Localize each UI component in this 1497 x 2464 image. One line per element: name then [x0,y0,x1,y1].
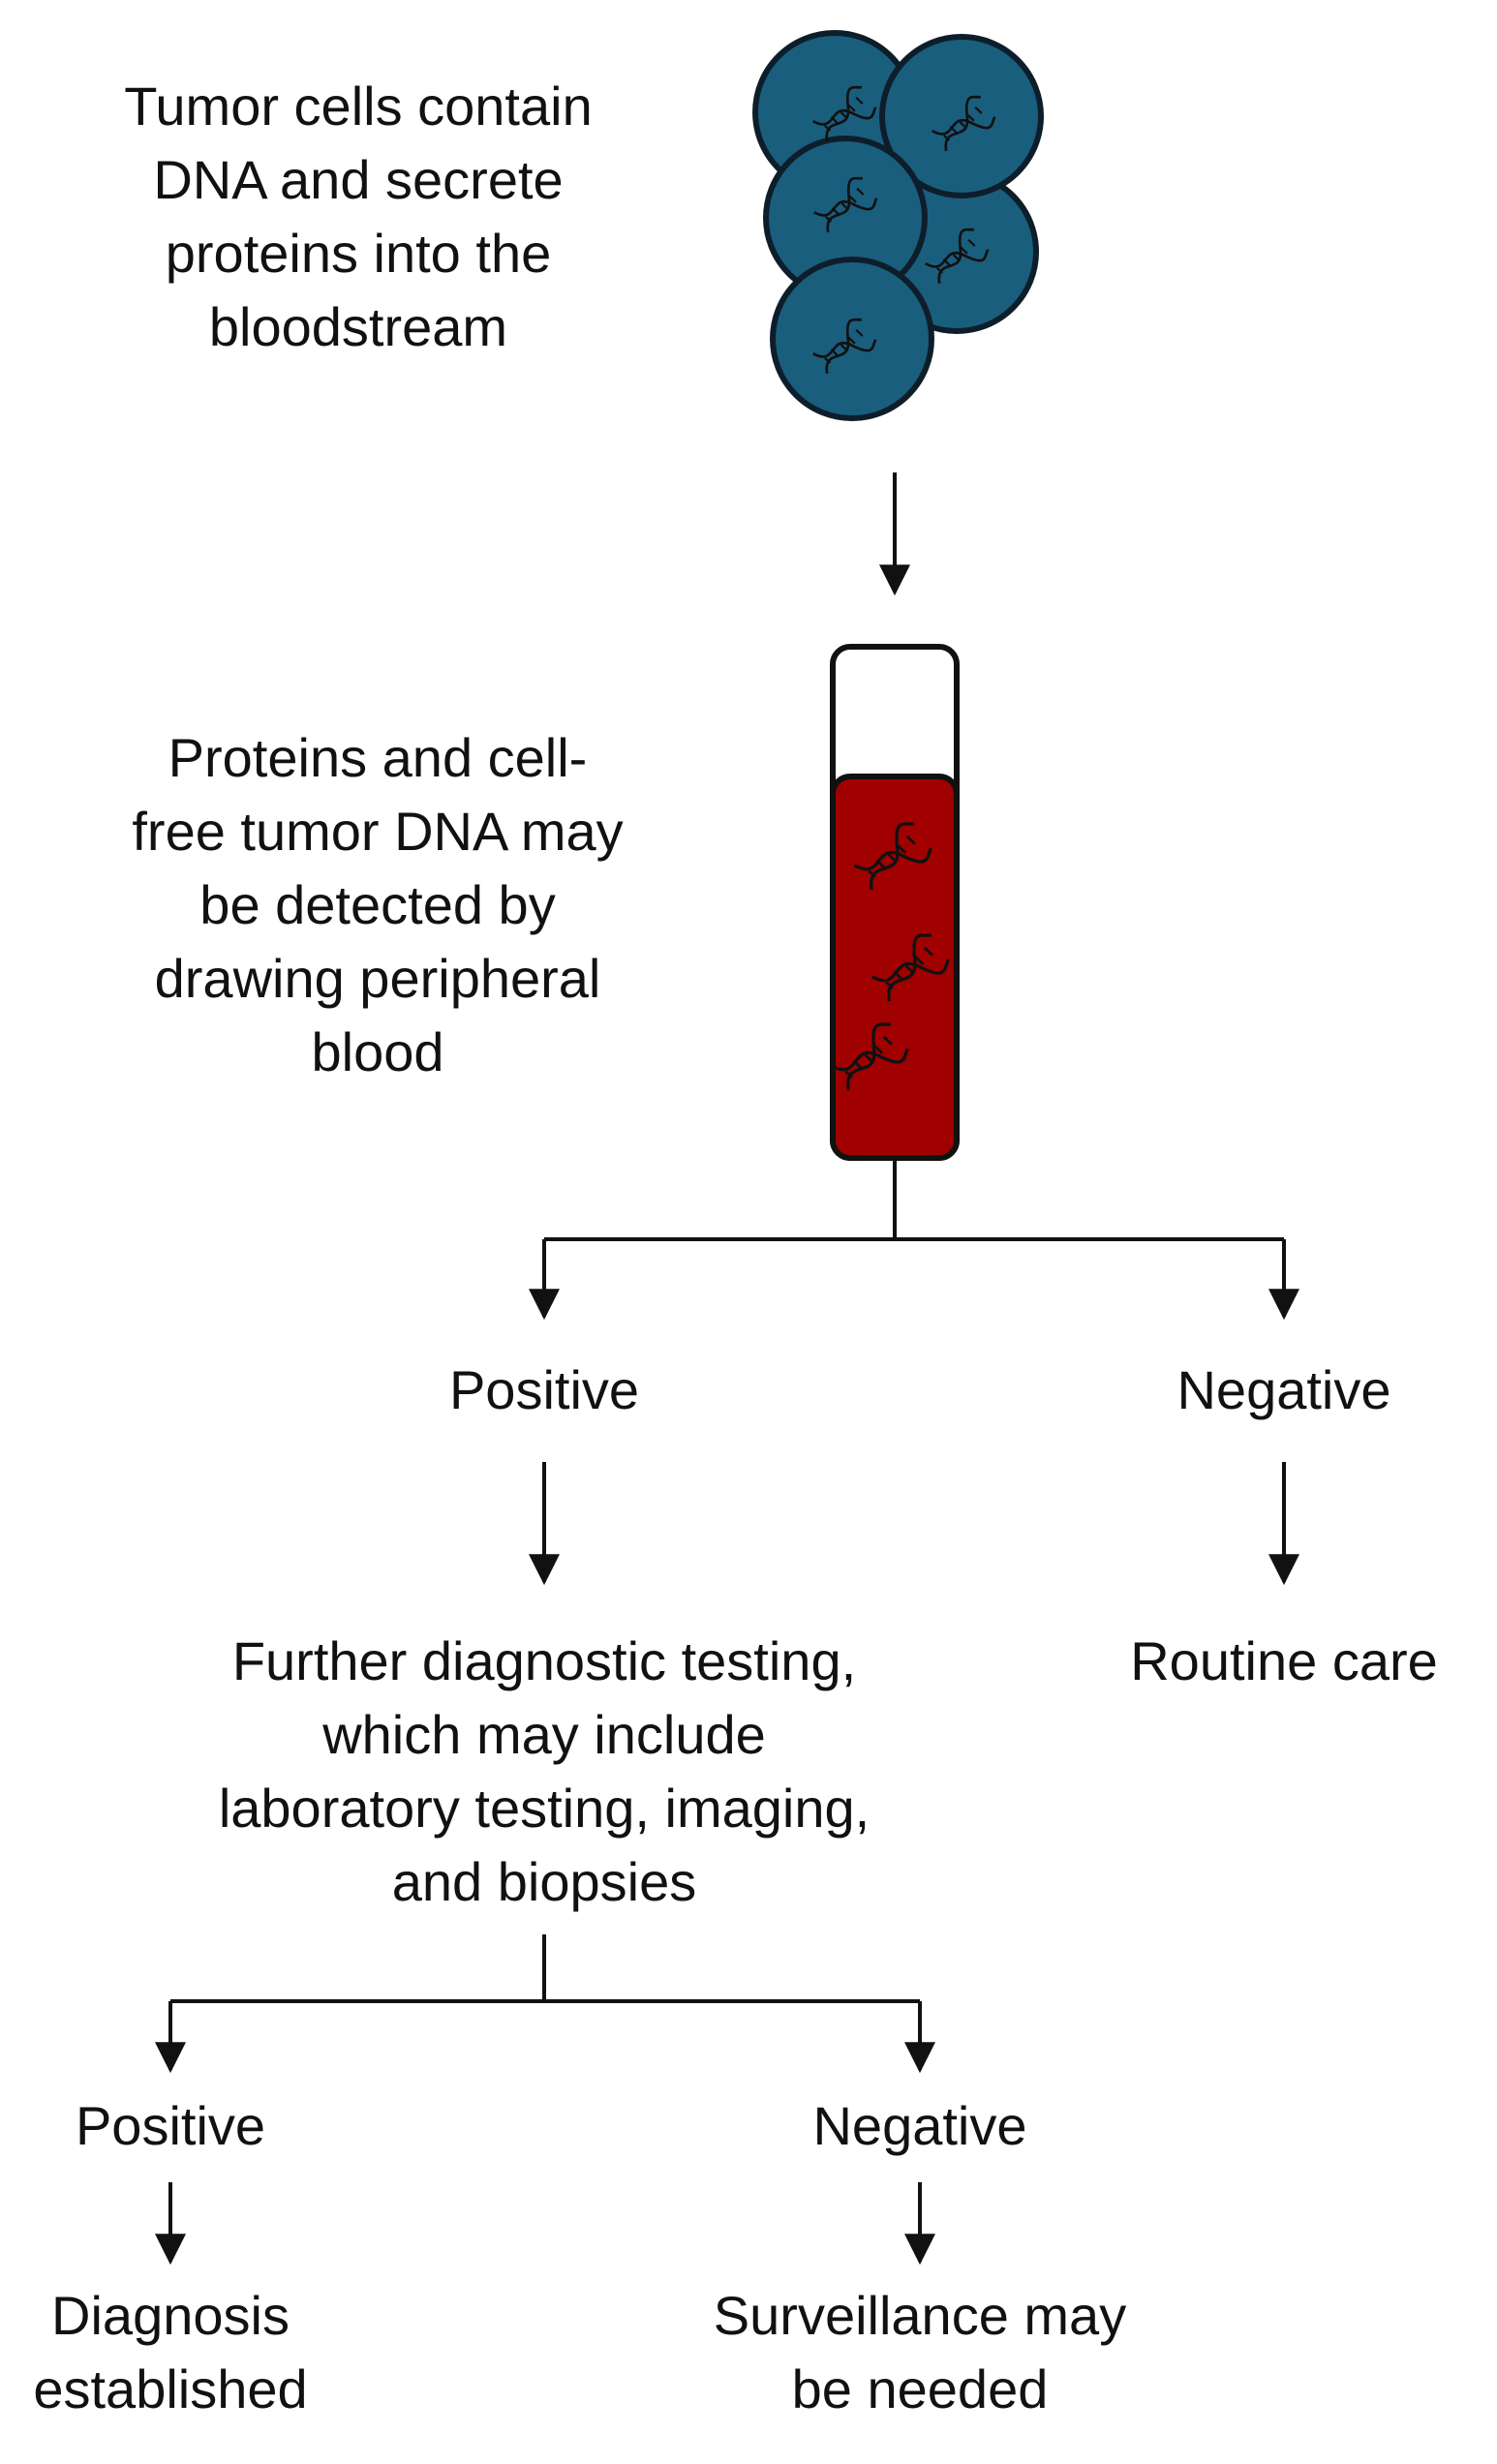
blood-tube-icon [825,644,960,1161]
final-negative-label: Negative [812,2095,1027,2156]
screen-positive-label: Positive [448,1359,640,1420]
routine-care-label: Routine care [1130,1630,1438,1691]
screen-negative-label: Negative [1176,1359,1391,1420]
intro-text: Tumor cells contain DNA and secrete prot… [124,76,593,357]
blood-draw-text: Proteins and cell- free tumor DNA may be… [132,727,624,1082]
final-positive-label: Positive [75,2095,266,2156]
diagnosis-established-text: Diagnosis established [33,2285,308,2419]
tumor-cells-icon [752,30,1044,421]
surveillance-text: Surveillance may be needed [713,2285,1127,2419]
screen-branch-lines [529,1160,1299,1321]
testing-branch-lines [155,1934,935,2074]
further-testing-text: Further diagnostic testing, which may in… [218,1630,871,1912]
